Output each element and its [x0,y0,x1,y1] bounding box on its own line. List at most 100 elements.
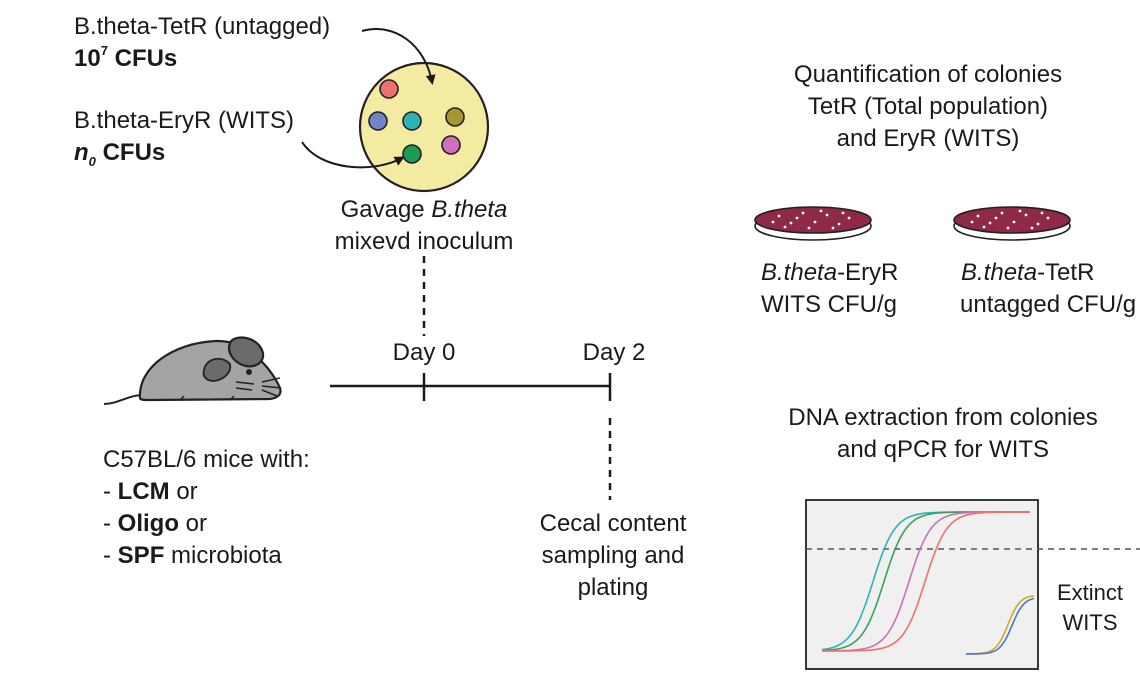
colony-group [368,79,465,164]
extinct-label-1: Extinct [1056,580,1124,605]
mouse-foot [179,395,235,401]
colony-dot [402,144,422,164]
petri-colony-dot [807,226,811,230]
petri-colony-dot [1018,209,1022,213]
petri-colony-dot [1024,213,1028,217]
petri-colony-dot [1000,211,1004,215]
mice-group-1-name: LCM [117,478,170,505]
petri-colony-dot [982,225,986,229]
wits-count-label: n0 CFUs [74,137,165,169]
petri-colony-dot [771,220,775,224]
petri-colony-dot [994,216,998,220]
plate-tetr-label-2: untagged CFU/g [960,291,1137,318]
plate-tetr-marker: -TetR [1037,259,1095,286]
petri-colony-dot [1012,220,1016,224]
mice-group-2-suffix: or [179,510,208,537]
wits-strain-label: B.theta-EryR (WITS) [74,107,295,134]
gavage-prefix: Gavage [340,196,432,223]
untagged-count-base: 10 [74,45,101,72]
mouse-ear-inner [202,357,232,382]
qpcr-line-2: and qPCR for WITS [836,436,1050,463]
petri-colony-dot [813,220,817,224]
petri-dish-eryr [754,206,872,241]
inoculum-plate [358,61,490,193]
mouse-ear [228,336,265,368]
plate-tetr-label-2-clip: untagged CFU/g [959,289,1140,323]
colony-dot [441,135,461,155]
mouse-eye [246,369,252,375]
petri-colony-dot [777,214,781,218]
untagged-strain-label: B.theta-TetR (untagged) [74,13,331,40]
petri-dish-tetr-agar [953,206,1071,234]
petri-colony-dot [795,216,799,220]
untagged-count-exponent: 7 [100,43,108,58]
untagged-count-label: 107 CFUs [74,43,177,75]
petri-dish-tetr-colonies [970,209,1050,230]
petri-colony-dot [970,220,974,224]
sampling-line-1: Cecal content [539,510,687,537]
mice-header: C57BL/6 mice with: [103,446,310,473]
qpcr-line-1: DNA extraction from colonies [788,404,1098,431]
mouse-icon [103,336,282,405]
plate-tetr-label-1: B.theta-TetR [961,257,1094,289]
plate-eryr-marker: -EryR [837,259,899,286]
sampling-line-2: sampling and [541,542,685,569]
petri-colony-dot [976,214,980,218]
wits-count-unit: CFUs [102,139,166,166]
sampling-line-3: plating [577,574,649,601]
quantification-line-3: and EryR (WITS) [836,125,1020,152]
day2-label: Day 2 [582,339,646,366]
qpcr-chart [805,499,1140,670]
plate-eryr-label-2: WITS CFU/g [761,291,897,318]
untagged-count-unit: CFUs [114,45,178,72]
plate-eryr-label-1: B.theta-EryR [761,257,898,289]
quantification-line-2: TetR (Total population) [807,93,1049,120]
colony-dot [402,111,422,131]
qpcr-curve-group [821,511,1035,655]
wits-count-subscript: 0 [88,153,96,169]
mice-group-3-name: SPF [117,542,165,569]
gavage-label-line2: mixevd inoculum [334,228,514,255]
untagged-arrow [361,28,436,85]
petri-dish-tetr [953,206,1071,241]
mouse-whiskers [235,377,282,397]
petri-colony-dot [801,211,805,215]
quantification-line-1: Quantification of colonies [793,61,1063,88]
qpcr-curve [822,511,1030,652]
gavage-species: B.theta [431,196,508,223]
mice-group-2-prefix: - [103,510,118,537]
extinct-label-2: WITS [1062,610,1118,635]
petri-colony-dot [1040,211,1044,215]
petri-colony-dot [988,221,992,225]
mice-group-2-name: Oligo [117,510,179,537]
petri-dish-eryr-colonies [771,209,851,230]
mice-group-3: - SPF microbiota [103,540,282,572]
colony-dot [445,107,465,127]
mice-group-1-suffix: or [169,478,198,505]
mice-group-2: - Oligo or [103,508,207,540]
mice-group-1: - LCM or [103,476,198,508]
colony-dot [379,79,399,99]
plate-eryr-species: B.theta [761,259,838,286]
gavage-label: Gavage B.theta [274,194,574,226]
mice-group-3-suffix: microbiota [164,542,282,569]
petri-colony-dot [789,221,793,225]
petri-colony-dot [847,216,851,220]
mice-group-1-prefix: - [103,478,118,505]
wits-arrow [301,141,405,169]
petri-colony-dot [825,213,829,217]
petri-dish-eryr-agar [754,206,872,234]
day0-label: Day 0 [392,339,456,366]
plate-tetr-species: B.theta [961,259,1038,286]
petri-colony-dot [841,211,845,215]
petri-colony-dot [1046,216,1050,220]
colony-dot [368,111,388,131]
wits-count-symbol: n [74,139,89,166]
petri-colony-dot [819,209,823,213]
petri-colony-dot [1030,226,1034,230]
petri-colony-dot [831,226,835,230]
petri-colony-dot [837,222,841,226]
petri-colony-dot [1006,226,1010,230]
